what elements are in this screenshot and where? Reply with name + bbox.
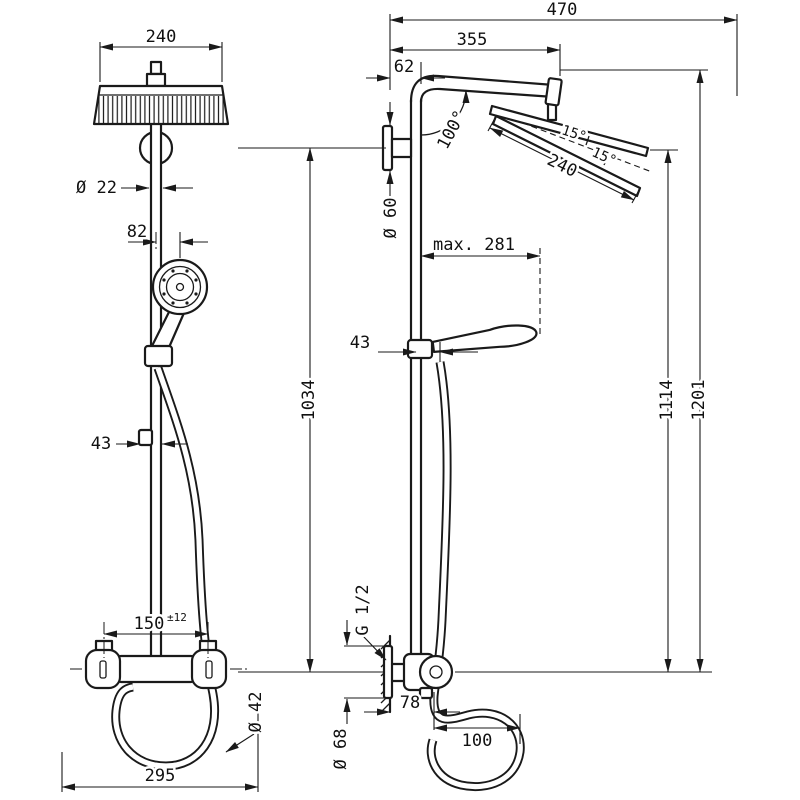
dim-label-hand-offset: 82 bbox=[127, 222, 147, 242]
dim-label-hose-diameter: Ø 42 bbox=[246, 692, 266, 733]
dim-label-holder-offset-front: 43 bbox=[91, 434, 111, 454]
dim-valve-centers: 150 ±12 bbox=[103, 609, 209, 658]
dim-valve-to-hose: 100 bbox=[433, 714, 521, 754]
front-view: 240 Ø 22 82 43 150 ±12 bbox=[61, 25, 269, 792]
wall-bracket-side bbox=[381, 124, 413, 172]
dim-label-max-reach: max. 281 bbox=[433, 235, 515, 255]
dim-bar-length: 1034 bbox=[238, 147, 386, 673]
dim-label-height-overall: 1201 bbox=[689, 380, 709, 421]
dim-label-holder-depth-side: 43 bbox=[350, 333, 370, 353]
dim-wall-to-pipe: 62 bbox=[366, 55, 445, 84]
dim-arm-angle: 100° bbox=[420, 89, 473, 155]
thermostat-valve-side bbox=[382, 644, 454, 700]
dim-height-overall: 1201 bbox=[560, 69, 712, 673]
dim-label-flange-diameter: Ø 60 bbox=[381, 198, 401, 239]
dim-label-wall-to-valve: 78 bbox=[400, 693, 420, 713]
dim-holder-offset-front: 43 bbox=[88, 432, 188, 457]
hand-shower-holder-front bbox=[137, 344, 174, 447]
dim-label-wall-to-pipe: 62 bbox=[394, 57, 414, 77]
side-view: 15° 15° 240 100° 470 bbox=[238, 0, 738, 792]
dim-label-pipe-diameter: Ø 22 bbox=[76, 178, 117, 198]
dim-escutcheon-diameter: Ø 68 bbox=[329, 620, 384, 772]
dim-height-to-head: 1114 bbox=[455, 149, 712, 673]
dim-label-escutcheon-diameter: Ø 68 bbox=[331, 729, 351, 770]
dim-label-height-to-head: 1114 bbox=[657, 380, 677, 421]
dim-label-thread: G 1/2 bbox=[353, 584, 373, 635]
dim-label-valve-tolerance: ±12 bbox=[167, 611, 187, 624]
dim-label-overall-width: 295 bbox=[145, 766, 176, 786]
hand-shower-front bbox=[149, 258, 209, 354]
dim-label-arm-angle: 100° bbox=[434, 107, 471, 153]
dim-hand-shower-offset: 82 bbox=[124, 220, 208, 258]
dim-label-bar-length: 1034 bbox=[299, 380, 319, 421]
dim-overall-width: 295 bbox=[61, 700, 259, 792]
dim-pipe-diameter: Ø 22 bbox=[74, 176, 193, 201]
dim-label-valve-width: 150 bbox=[134, 614, 165, 634]
shower-head-side bbox=[488, 104, 653, 198]
dim-wall-to-valve: 78 bbox=[364, 691, 460, 730]
shower-hose-front bbox=[111, 366, 219, 771]
dim-thread: G 1/2 bbox=[351, 582, 387, 661]
dim-arm-depth: 355 bbox=[389, 28, 561, 76]
dim-hose-diameter: Ø 42 bbox=[225, 689, 269, 753]
shower-hose-side bbox=[426, 361, 525, 792]
dim-head-width: 240 bbox=[99, 25, 223, 82]
dim-flange-diameter: Ø 60 bbox=[379, 102, 404, 241]
dim-overall-depth: 470 bbox=[389, 0, 738, 96]
dim-label-head-width: 240 bbox=[146, 27, 177, 47]
dim-holder-depth-side: 43 bbox=[347, 331, 478, 362]
dim-label-tilt-upper: 15° bbox=[559, 122, 588, 145]
dim-label-overall-depth: 470 bbox=[547, 0, 578, 20]
hand-shower-holder-side bbox=[406, 338, 434, 360]
dim-max-reach: max. 281 bbox=[420, 233, 541, 336]
head-connector-side bbox=[544, 77, 563, 122]
dim-label-valve-to-hose: 100 bbox=[462, 731, 493, 751]
overhead-shower-head bbox=[92, 60, 230, 126]
shower-pipe-side bbox=[409, 74, 556, 658]
shower-pipe-front bbox=[149, 122, 163, 658]
dim-label-arm-depth: 355 bbox=[457, 30, 488, 50]
spray-dots bbox=[162, 269, 198, 305]
hand-shower-side bbox=[406, 324, 538, 360]
